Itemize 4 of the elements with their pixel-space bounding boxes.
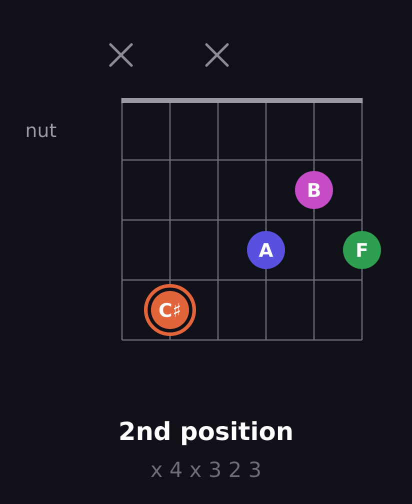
fret-label: nut [26, 124, 56, 138]
node-label: C♯ [159, 302, 180, 318]
fingering-caption: x 4 x 3 2 3 [150, 461, 260, 478]
title: 2nd position [120, 421, 292, 446]
